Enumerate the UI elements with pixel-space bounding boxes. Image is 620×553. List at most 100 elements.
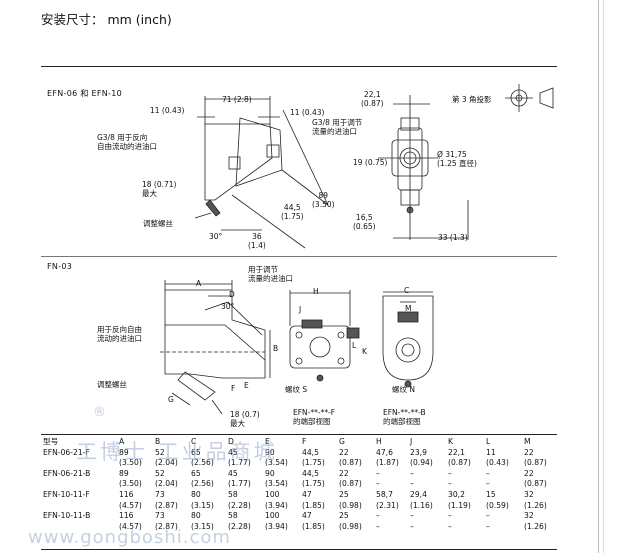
fn-dim-f: F — [231, 384, 236, 393]
angle-30: 30° — [209, 232, 223, 241]
table-cell-value: 44,5 — [302, 468, 319, 478]
table-cell-model: EFN-10-11-B — [43, 511, 91, 521]
table-cell-value: 65 — [191, 447, 201, 457]
table-cell-value: 22 — [524, 468, 534, 478]
view-f-label: EFN-**-**-F 的端部视图 — [293, 408, 336, 426]
fn-angle-30: 30° — [221, 302, 235, 311]
table-cell-value: 22,1 — [448, 447, 465, 457]
table-cell-value: – — [448, 521, 452, 531]
table-cell-value: (3.54) — [265, 458, 288, 468]
table-cell-value: 47 — [302, 511, 312, 521]
efn-side-view — [194, 96, 329, 249]
table-cell-value: (2.04) — [155, 458, 178, 468]
table-cell-value: – — [376, 521, 380, 531]
table-cell-value: (1.87) — [376, 458, 399, 468]
table-cell-value: 89 — [119, 468, 129, 478]
divider-bottom — [41, 549, 557, 550]
table-cell-value: 32 — [524, 511, 534, 521]
table-cell-value: 100 — [265, 489, 280, 499]
dim-11-left: 11 (0.43) — [150, 106, 185, 115]
table-cell-value: (2.87) — [155, 500, 178, 510]
table-cell-value: (3.94) — [265, 521, 288, 531]
table-cell-value: 47 — [302, 489, 312, 499]
table-cell-value: 22 — [524, 447, 534, 457]
page-edge-line-2 — [603, 0, 604, 553]
projection-label: 第 3 角投影 — [452, 95, 492, 104]
fn-port-adjust-label: 用于调节 流量的进油口 — [248, 265, 293, 283]
header-h: H — [376, 437, 382, 446]
page-edge-line — [598, 0, 599, 553]
header-e: E — [265, 437, 270, 446]
fn-dim-m: M — [405, 304, 412, 313]
fn-dim-18: 18 (0.7) 最大 — [230, 410, 260, 428]
fn-section-title: FN-03 — [47, 262, 73, 271]
header-c: C — [191, 437, 197, 446]
fn-end-view-b — [382, 291, 434, 388]
registered-mark: ® — [93, 405, 106, 420]
table-cell-value: 47,6 — [376, 447, 393, 457]
table-cell-value: (4.57) — [119, 521, 142, 531]
table-cell-value: (3.50) — [119, 458, 142, 468]
table-cell-value: 52 — [155, 447, 165, 457]
fn-dim-c: C — [404, 286, 410, 295]
table-cell-value: – — [448, 479, 452, 489]
table-cell-value: – — [486, 511, 490, 521]
table-cell-model: EFN-06-21-F — [43, 447, 90, 457]
table-cell-value: 22 — [339, 447, 349, 457]
divider-mid — [41, 256, 557, 257]
table-cell-value: 25 — [339, 489, 349, 499]
table-cell-value: 52 — [155, 468, 165, 478]
header-g: G — [339, 437, 345, 446]
table-cell-value: (3.15) — [191, 521, 214, 531]
view-b-label: EFN-**-**-B 的端部视图 — [383, 408, 426, 426]
table-cell-value: (1.85) — [302, 521, 325, 531]
table-row: (4.57)(2.87)(3.15)(2.28)(3.94)(1.85)(0.9… — [43, 522, 564, 533]
table-cell-value: (1.26) — [524, 521, 547, 531]
table-cell-value: (0.43) — [486, 458, 509, 468]
table-cell-value: (1.26) — [524, 500, 547, 510]
header-m: M — [524, 437, 531, 446]
table-cell-value: 11 — [486, 447, 496, 457]
table-cell-model: EFN-06-21-B — [43, 468, 91, 478]
table-cell-value: – — [486, 479, 490, 489]
watermark-url: www.gongboshi.com — [28, 527, 231, 548]
table-cell-value: (1.75) — [302, 479, 325, 489]
table-cell-value: (0.87) — [339, 479, 362, 489]
dim-31: Ø 31,75 (1.25 直径) — [437, 150, 477, 168]
header-model: 型号 — [43, 437, 59, 446]
table-cell-value: – — [486, 521, 490, 531]
table-cell-value: 58 — [228, 511, 238, 521]
table-cell-value: 45 — [228, 468, 238, 478]
watermark-brand: 工博士 工业品商城 — [76, 440, 278, 464]
dim-22: 22,1 (0.87) — [361, 90, 384, 108]
table-cell-value: 25 — [339, 511, 349, 521]
table-cell-value: 30,2 — [448, 489, 465, 499]
table-cell-value: 32 — [524, 489, 534, 499]
table-cell-value: (2.56) — [191, 479, 214, 489]
fn-dim-a: A — [196, 279, 202, 288]
dim-44: 44,5 (1.75) — [281, 203, 304, 221]
fn-dim-d: D — [229, 290, 235, 299]
fn-side-view — [160, 280, 271, 415]
table-cell-value: (3.94) — [265, 500, 288, 510]
dim-33: 33 (1.3) — [438, 233, 468, 242]
table-cell-value: 29,4 — [410, 489, 427, 499]
fn-dim-j: J — [299, 305, 302, 314]
table-cell-value: 73 — [155, 511, 165, 521]
table-cell-value: – — [376, 479, 380, 489]
header-b: B — [155, 437, 161, 446]
table-cell-model — [43, 501, 119, 512]
port-adjust-label: G3/8 用于调节 流量的进油口 — [312, 118, 363, 136]
table-cell-value: 116 — [119, 489, 134, 499]
table-cell-value: 44,5 — [302, 447, 319, 457]
table-cell-value: (2.56) — [191, 458, 214, 468]
table-cell-value: (0.98) — [339, 500, 362, 510]
table-cell-value: (1.19) — [448, 500, 471, 510]
fn-dim-k: K — [362, 347, 367, 356]
table-cell-value: 90 — [265, 447, 275, 457]
table-cell-value: (4.57) — [119, 500, 142, 510]
dim-36: 36 (1.4) — [248, 232, 266, 250]
